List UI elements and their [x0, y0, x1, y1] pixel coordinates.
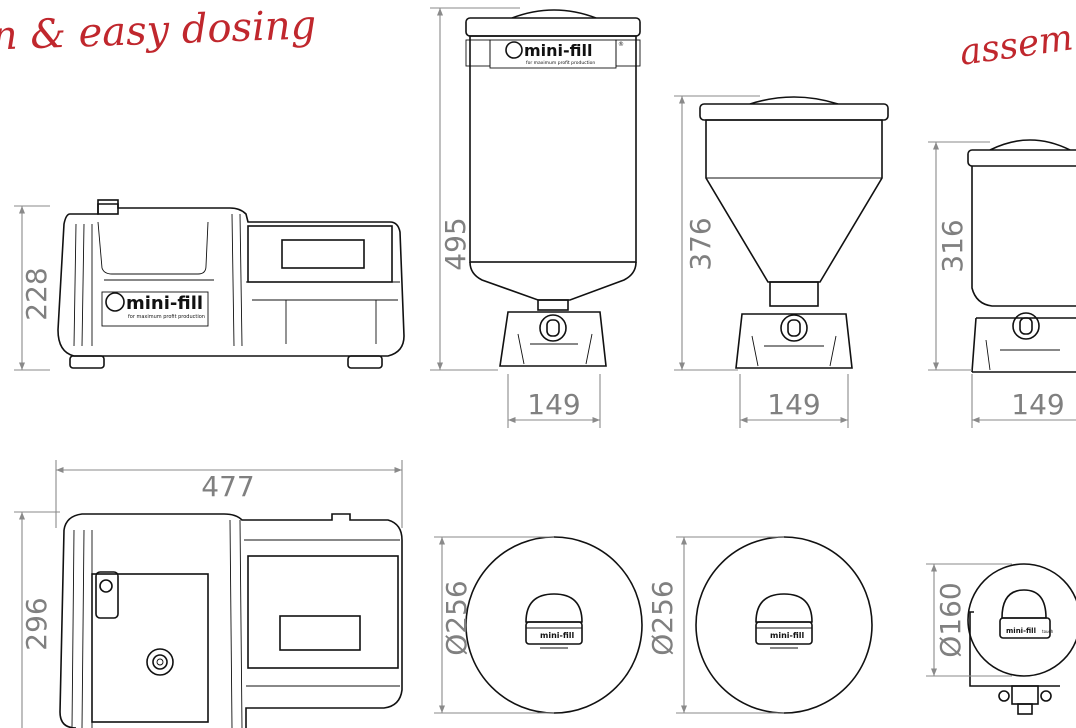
dim-hopper-large-width-label: 149: [527, 388, 580, 421]
hopper-medium-view: [699, 96, 889, 369]
hopper-small-top-logo: mini-fill: [1006, 627, 1036, 635]
dim-machine-width-label: 477: [201, 470, 254, 503]
dim-top-large-diameter: Ø256: [434, 536, 554, 714]
hopper-large-reg: ®: [618, 41, 624, 48]
headline-left: n & easy dosing: [0, 2, 317, 59]
hopper-small-top-mark: touch: [1042, 629, 1054, 634]
machine-top-view: [59, 513, 403, 728]
dim-machine-height-label: 228: [20, 267, 53, 320]
dim-hopper-medium-width-label: 149: [767, 388, 820, 421]
hopper-medium-top-view: mini-fill: [695, 536, 873, 714]
machine-front-view: mini-fill for maximum profit production: [57, 199, 405, 369]
dim-hopper-medium-width: 149: [739, 374, 849, 428]
dim-hopper-medium-height-label: 376: [684, 217, 717, 270]
hopper-small-top-view: mini-fill touch: [967, 563, 1076, 715]
dim-hopper-large-height-label: 495: [439, 217, 472, 270]
dim-hopper-large-height: 495: [430, 7, 520, 371]
machine-front-tagline: for maximum profit production: [128, 314, 205, 320]
dim-top-medium-diameter-label: Ø256: [646, 580, 679, 655]
hopper-large-tagline: for maximum profit production: [526, 60, 595, 66]
hopper-large-logo: mini-fill: [524, 41, 593, 60]
hopper-small-view: [967, 139, 1076, 373]
hopper-large-view: mini-fill ® for maximum profit productio…: [465, 9, 641, 367]
dim-machine-depth: 296: [14, 511, 60, 728]
dim-hopper-small-height-label: 316: [936, 219, 969, 272]
dim-machine-width: 477: [55, 460, 403, 528]
dim-machine-height: 228: [14, 205, 53, 371]
machine-front-logo: mini-fill: [126, 293, 203, 314]
dim-hopper-small-height: 316: [928, 141, 990, 371]
hopper-medium-top-logo: mini-fill: [770, 631, 805, 640]
dim-hopper-medium-height: 376: [674, 95, 760, 371]
dim-top-medium-diameter: Ø256: [646, 536, 784, 714]
dim-hopper-small-width: 149: [971, 374, 1076, 428]
dim-top-small-diameter: Ø160: [926, 563, 1012, 677]
hopper-large-top-logo: mini-fill: [540, 631, 575, 640]
dim-top-large-diameter-label: Ø256: [440, 580, 473, 655]
hopper-large-top-view: mini-fill: [465, 536, 643, 714]
dim-hopper-small-width-label: 149: [1011, 388, 1064, 421]
dim-top-small-diameter-label: Ø160: [934, 582, 967, 657]
dim-machine-depth-label: 296: [20, 597, 53, 650]
dim-hopper-large-width: 149: [507, 374, 601, 428]
headline-right: assem: [957, 17, 1075, 73]
